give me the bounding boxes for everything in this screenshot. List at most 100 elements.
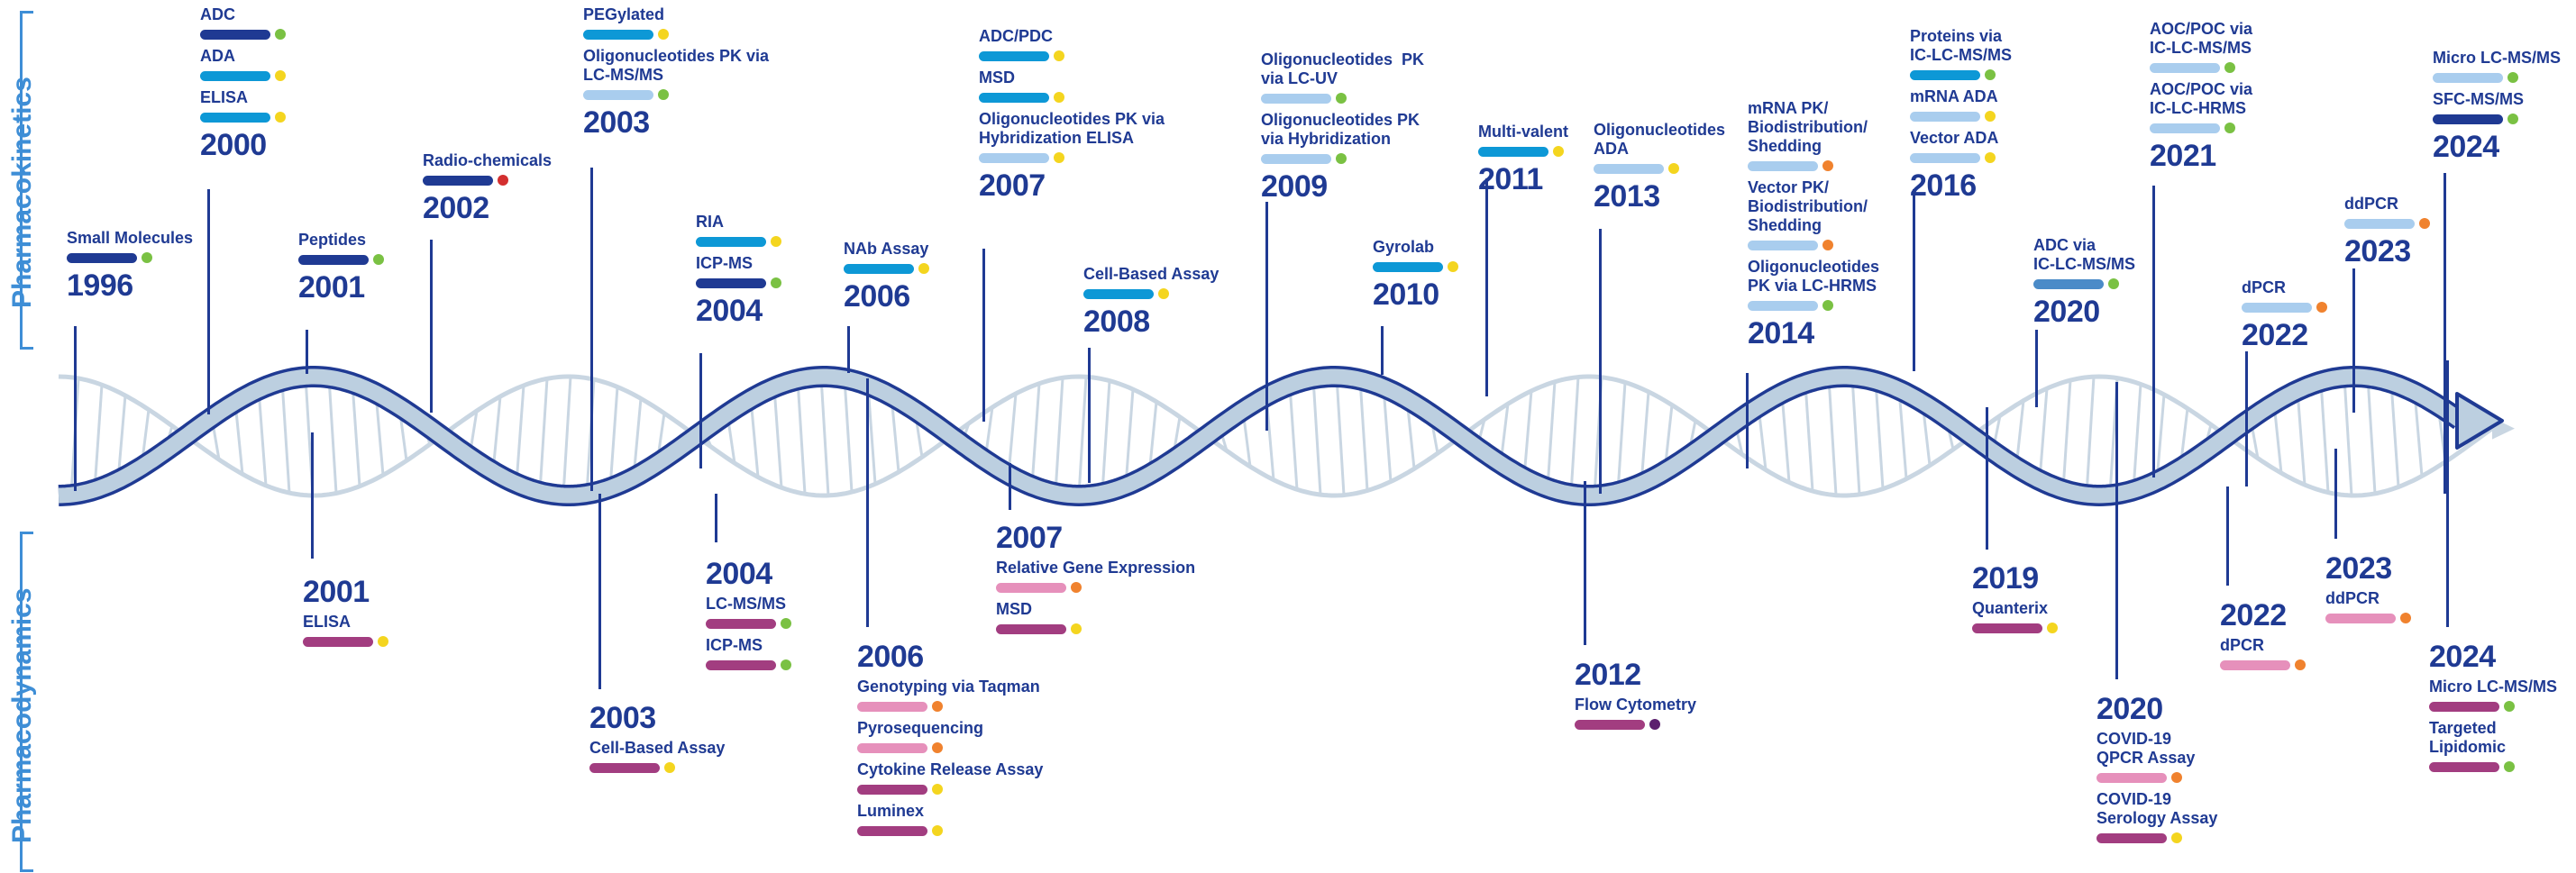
pd-stem xyxy=(598,494,601,689)
pd-stem xyxy=(1986,407,1988,550)
helix-rung xyxy=(1077,377,1088,496)
pk-item-indicator xyxy=(979,152,1165,163)
pk-item-indicator xyxy=(2242,302,2327,313)
pd-item-indicator xyxy=(1972,623,2058,633)
pd-item: dPCR xyxy=(2220,636,2306,670)
pk-item-bar xyxy=(1748,240,1818,250)
pk-item-bar xyxy=(696,277,766,288)
pk-item-label: Gyrolab xyxy=(1373,238,1435,256)
pk-bracket xyxy=(20,11,33,350)
pk-items: NAb Assay xyxy=(844,240,929,274)
pk-item-indicator xyxy=(696,277,781,288)
pk-year: 2002 xyxy=(423,191,489,225)
pd-item-dot xyxy=(664,762,675,773)
helix-rung xyxy=(2319,381,2330,493)
pk-item: Oligonucleotides PK via Hybridization xyxy=(1261,111,1424,164)
pk-items: ddPCR xyxy=(2344,195,2430,229)
pk-item-label: ADC xyxy=(200,5,235,23)
pk-item-dot xyxy=(771,236,781,247)
pk-item-indicator xyxy=(1478,146,1568,157)
pk-item-bar xyxy=(200,112,270,123)
pd-item: Cell-Based Assay xyxy=(589,739,725,773)
pk-item-label: Oligonucleotides PK via Hybridization EL… xyxy=(979,110,1165,147)
pk-item: Oligonucleotides PK via LC-MS/MS xyxy=(583,47,769,100)
helix-rung xyxy=(2132,384,2142,491)
pd-item-bar xyxy=(2325,613,2396,623)
pk-item-bar xyxy=(2344,218,2415,229)
pd-item-dot xyxy=(2504,701,2515,712)
pd-item-label: Micro LC-MS/MS xyxy=(2429,677,2557,696)
pd-item-dot xyxy=(2400,613,2411,623)
helix-rung xyxy=(116,395,127,481)
pd-item-indicator xyxy=(857,701,1043,712)
pk-item-bar xyxy=(696,236,766,247)
pd-item-bar xyxy=(996,582,1066,593)
pk-items: Radio-chemicals xyxy=(423,151,552,186)
pd-item: Quanterix xyxy=(1972,599,2058,633)
pd-item-dot xyxy=(2171,832,2182,843)
helix-rung xyxy=(233,402,244,475)
helix-rung xyxy=(1616,382,1627,492)
pk-items: Oligonucleotides ADA xyxy=(1594,121,1725,174)
pd-item-bar xyxy=(2220,659,2290,670)
pk-stem xyxy=(847,326,850,373)
pd-item-label: ELISA xyxy=(303,613,352,631)
pd-item-indicator xyxy=(857,742,1043,753)
pk-stem xyxy=(1265,202,1268,431)
helix-arrow-head xyxy=(2455,391,2504,450)
pd-item-dot xyxy=(1071,582,1082,593)
pk-items: Cell-Based Assay xyxy=(1083,265,1219,299)
pd-section-label: Pharmacodynamics xyxy=(7,587,37,843)
pk-item-label: Micro LC-MS/MS xyxy=(2433,49,2561,67)
pk-item-dot xyxy=(1985,152,1996,163)
helix-rung xyxy=(1640,391,1650,484)
pk-item-dot xyxy=(658,29,669,40)
helix-rung xyxy=(491,396,502,472)
pk-stem xyxy=(1913,189,1915,371)
helix-rung xyxy=(1007,393,1018,475)
pd-item-indicator xyxy=(996,582,1195,593)
pk-item: Vector ADA xyxy=(1910,129,2012,163)
pd-item-dot xyxy=(932,825,943,836)
pk-item-dot xyxy=(1054,92,1064,103)
pd-year: 2007 xyxy=(996,521,1063,555)
pk-stem xyxy=(2444,173,2446,494)
pk-item: Micro LC-MS/MS xyxy=(2433,49,2561,83)
pk-item-indicator xyxy=(1373,261,1458,272)
pk-item-dot xyxy=(142,252,152,263)
pd-item-label: Luminex xyxy=(857,802,925,820)
pd-item-indicator xyxy=(2429,761,2557,772)
pk-stem xyxy=(2245,351,2248,487)
pk-item-dot xyxy=(1336,93,1347,104)
pd-year: 2003 xyxy=(589,701,656,735)
pd-item-dot xyxy=(2504,761,2515,772)
pd-year: 2020 xyxy=(2096,692,2163,726)
pk-item-label: Oligonucleotides PK via Hybridization xyxy=(1261,111,1420,148)
pd-item-bar xyxy=(2096,772,2167,783)
pk-item-dot xyxy=(1668,163,1679,174)
pd-stem xyxy=(2115,382,2118,679)
pd-item-indicator xyxy=(857,825,1043,836)
pd-item-indicator xyxy=(996,623,1195,634)
pd-item-indicator xyxy=(2429,701,2557,712)
helix-rung xyxy=(2343,377,2353,496)
helix-rung xyxy=(632,398,643,478)
pd-item-label: ICP-MS xyxy=(706,636,763,654)
pk-item-bar xyxy=(298,254,369,265)
pd-item-bar xyxy=(857,701,927,712)
pk-stem xyxy=(982,249,985,422)
pk-item-dot xyxy=(373,254,384,265)
pk-item: MSD xyxy=(979,68,1165,103)
pd-item-dot xyxy=(932,784,943,795)
pk-item-indicator xyxy=(200,70,286,81)
pk-item-indicator xyxy=(1748,240,1879,250)
pk-item-label: RIA xyxy=(696,213,724,231)
pk-item-dot xyxy=(275,29,286,40)
